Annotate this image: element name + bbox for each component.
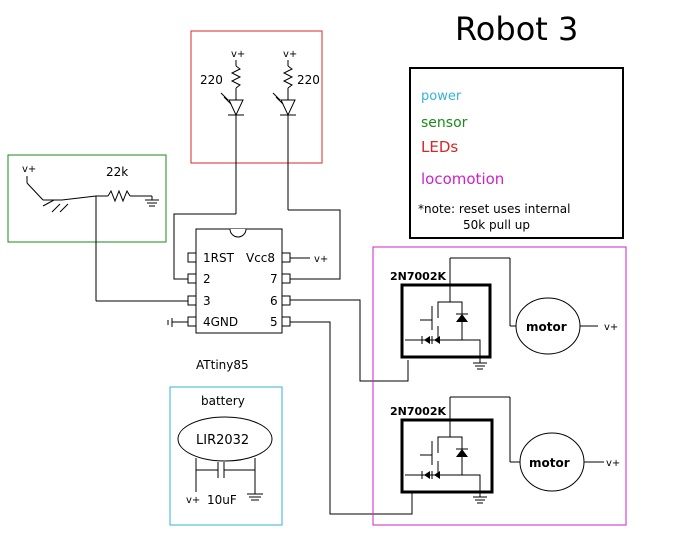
chip-pin5-label: 5 [270,315,278,329]
legend-item-sensor: sensor [421,115,468,131]
chip-pin4-label: 4GND [203,315,238,329]
locomotion-section-box [372,246,627,526]
led-right-resistor-label: 220 [297,73,320,87]
chip-pin3-label: 3 [203,294,211,308]
chip-pin6-label: 6 [270,294,278,308]
diagram-title: Robot 3 [455,10,578,48]
driver-1-motor-label: motor [526,320,567,334]
chip-pin1-label: 1RST [203,251,235,265]
driver-2-motor-label: motor [529,456,570,470]
sensor-resistor-label: 22k [106,165,128,179]
attiny85-chip: 1RST 2 3 4GND Vcc8 7 6 5 ATtiny85 [187,228,291,372]
driver-2-part-label: 2N7002K [390,405,446,418]
chip-pin8-label: Vcc8 [246,251,275,265]
battery-supply-label: v+ [186,495,200,506]
led-left-supply-label: v+ [231,49,245,60]
driver-1-part-label: 2N7002K [390,270,446,283]
chip-pin2-label: 2 [203,272,211,286]
driver-1-supply-label: v+ [604,322,618,333]
legend-box: power sensor LEDs locomotion *note: rese… [409,67,624,239]
sensor-section: v+ 22k [7,154,188,302]
legend-item-power: power [421,89,462,104]
chip-pin7-label: 7 [270,272,278,286]
driver-1: 2N7002K motor v+ [390,257,618,370]
chip-wiring [167,209,413,515]
led-left-resistor-label: 220 [200,73,223,87]
led-section: v+ 220 v+ 220 [190,30,323,214]
battery-section: battery LIR2032 v+ 10uF [169,386,283,526]
driver-2-supply-label: v+ [606,458,620,469]
legend-note-line2: 50k pull up [463,218,530,232]
sensor-supply-label: v+ [22,164,36,175]
legend-item-locomotion: locomotion [421,170,504,188]
battery-cell-label: LIR2032 [196,433,249,448]
chip-name-label: ATtiny85 [196,358,249,372]
vcc-supply-label: v+ [314,254,328,265]
legend-item-leds: LEDs [421,138,458,156]
driver-2: 2N7002K motor v+ [390,396,620,504]
legend-note-line1: *note: reset uses internal [418,202,570,216]
led-right-supply-label: v+ [283,49,297,60]
battery-capacitor-label: 10uF [207,493,237,507]
battery-title: battery [201,394,245,408]
